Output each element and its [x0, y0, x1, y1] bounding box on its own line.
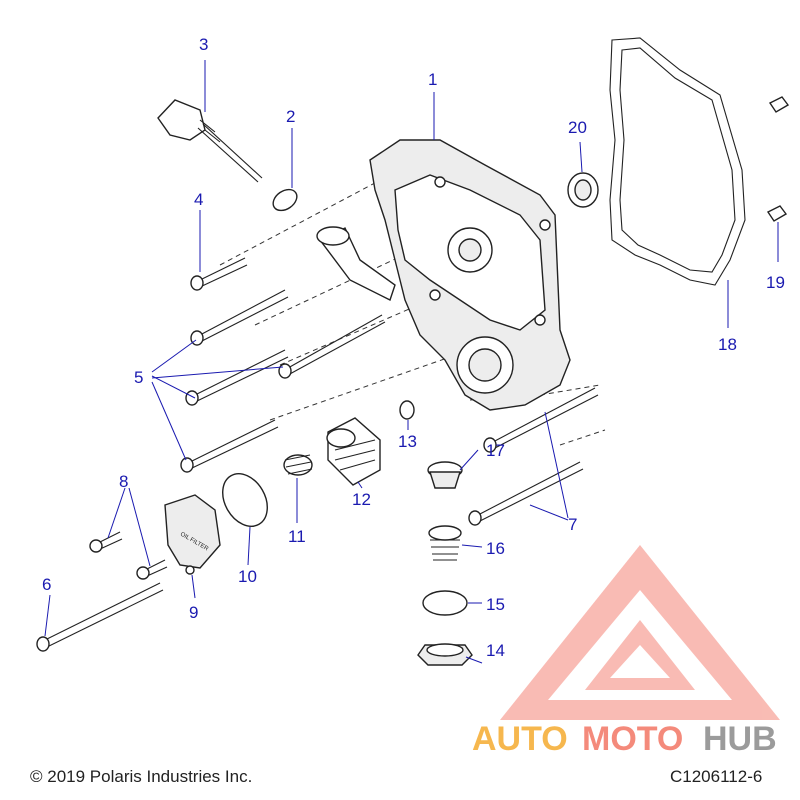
o-ring-10: [222, 473, 268, 527]
o-ring-15: [422, 590, 468, 616]
diagram-code: C1206112-6: [670, 767, 762, 786]
crankcase-cover: [316, 139, 571, 411]
gasket-18-inner: [619, 47, 736, 273]
watermark-auto: AUTO: [472, 720, 568, 758]
oil-filter-12: [326, 417, 381, 486]
gasket-18: [609, 37, 746, 286]
watermark-hub: HUB: [703, 720, 777, 758]
spring-11: [283, 454, 313, 476]
callout-17: 17: [486, 441, 505, 460]
bolts-5: [180, 289, 386, 473]
callout-15: 15: [486, 595, 505, 614]
callout-1: 1: [428, 70, 437, 89]
dipstick: [157, 99, 263, 183]
callout-2: 2: [286, 107, 295, 126]
callout-10: 10: [238, 567, 257, 586]
oil-filter-cover: OIL FILTER: [164, 494, 221, 575]
callout-3: 3: [199, 35, 208, 54]
copyright-text: © 2019 Polaris Industries Inc.: [30, 767, 252, 786]
callout-14: 14: [486, 641, 505, 660]
callout-6: 6: [42, 575, 51, 594]
callout-20: 20: [568, 118, 587, 137]
oil-seal-20: [567, 172, 599, 208]
callout-8: 8: [119, 472, 128, 491]
callout-13: 13: [398, 432, 417, 451]
bolt-4: [190, 257, 248, 291]
spring-16: [428, 525, 462, 561]
callout-12: 12: [352, 490, 371, 509]
bolts-7: [468, 387, 599, 526]
callout-19: 19: [766, 273, 785, 292]
callout-18: 18: [718, 335, 737, 354]
callout-11: 11: [288, 527, 306, 546]
dowel-pins-19: [766, 96, 790, 222]
leader-lines: [44, 60, 779, 664]
o-ring-13: [399, 400, 415, 420]
bolt-6: [36, 582, 164, 652]
callout-5: 5: [134, 368, 143, 387]
callout-7: 7: [568, 515, 577, 534]
callout-9: 9: [189, 603, 198, 622]
callout-4: 4: [194, 190, 203, 209]
screws-8: [89, 531, 168, 580]
plug-14: [417, 643, 473, 666]
watermark-logo: [500, 545, 780, 720]
watermark-moto: MOTO: [582, 720, 683, 758]
callout-16: 16: [486, 539, 505, 558]
cap-17: [427, 461, 463, 489]
o-ring-2: [272, 188, 298, 212]
